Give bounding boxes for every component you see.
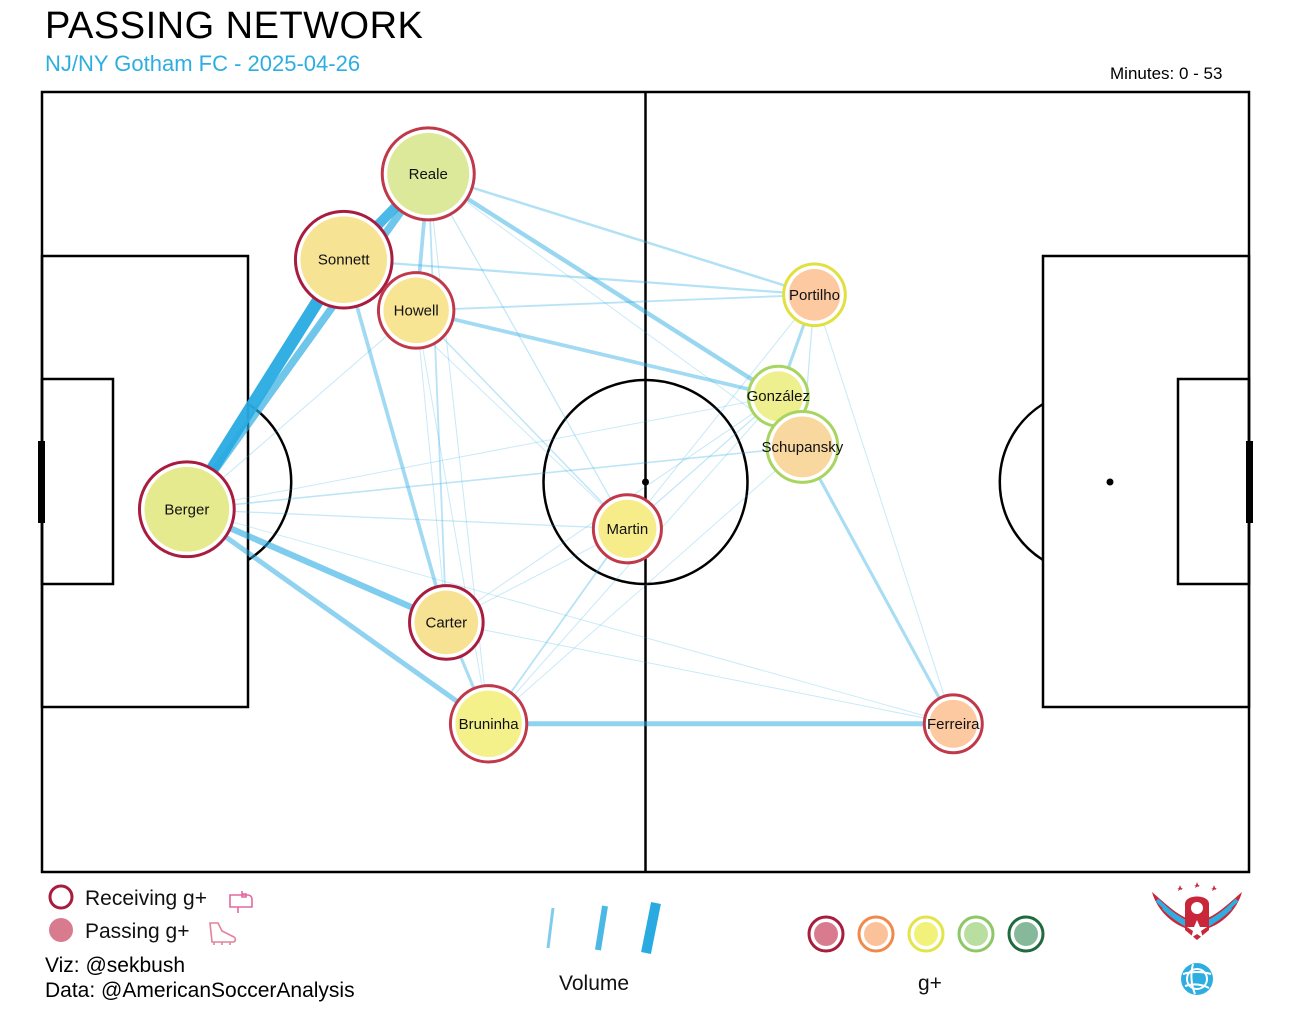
player-node: Berger [137, 460, 236, 559]
player-label: Howell [394, 302, 439, 319]
pass-edge [813, 294, 954, 725]
pass-edge [415, 293, 816, 312]
pitch-markings [40, 90, 1251, 874]
data-credit: Data: @AmericanSoccerAnalysis [45, 979, 355, 1002]
player-label: Martin [607, 521, 649, 538]
right-penalty-arc [998, 402, 1044, 562]
pass-edges [180, 168, 956, 727]
player-node: Portilho [782, 262, 847, 328]
player-node: Martin [591, 493, 663, 565]
player-fill [383, 277, 449, 344]
player-label: Berger [164, 501, 209, 518]
player-label: Sonnett [318, 252, 371, 269]
pass-edge [186, 395, 779, 510]
player-fill [598, 499, 657, 558]
pass-edge [414, 308, 781, 399]
player-fill [771, 416, 833, 478]
player-label: Portilho [789, 287, 840, 304]
match-subtitle: NJ/NY Gotham FC - 2025-04-26 [45, 51, 361, 76]
player-label: Carter [426, 614, 468, 631]
player-fill [414, 590, 479, 655]
player-node: Sonnett [293, 209, 394, 310]
center-spot [642, 478, 649, 486]
player-fill [300, 216, 388, 303]
player-node: Ferreira [922, 693, 984, 755]
player-label: Ferreira [927, 716, 980, 733]
pass-edge [488, 446, 803, 725]
pass-edge [186, 309, 417, 510]
player-fill [753, 371, 804, 422]
pass-edge [427, 173, 803, 448]
pass-edge [487, 527, 629, 725]
pass-edge [342, 258, 816, 296]
right-six-yard-box [1176, 377, 1251, 586]
player-fill [144, 466, 230, 552]
pass-edge [415, 309, 629, 530]
viz-credit: Viz: @sekbush [45, 954, 185, 977]
pass-edge [426, 171, 781, 399]
center-circle [542, 378, 749, 586]
left-goal [38, 441, 45, 523]
left-six-yard-box [40, 377, 115, 586]
player-nodes: RealeSonnettHowellBergerMartinCarterBrun… [137, 126, 984, 764]
player-label: Schupansky [762, 439, 844, 456]
right-penalty-box [1041, 254, 1251, 709]
player-fill [455, 690, 522, 757]
player-fill [387, 132, 470, 215]
right-goal [1246, 441, 1253, 523]
player-node: Reale [380, 126, 476, 222]
pass-edge [186, 508, 954, 725]
pass-edge [415, 309, 490, 725]
player-node: Schupansky [762, 409, 844, 484]
right-penalty-spot [1106, 478, 1114, 486]
pass-edge [186, 446, 804, 511]
pass-edge [626, 294, 815, 530]
page-title: PASSING NETWORK [45, 5, 424, 47]
pass-edge [800, 445, 955, 726]
player-fill [929, 699, 978, 748]
player-label: González [747, 388, 810, 405]
player-fill [788, 268, 841, 321]
pass-edge [427, 172, 448, 624]
pass-edge [445, 621, 954, 725]
pass-edge [426, 172, 816, 297]
minutes-range: Minutes: 0 - 53 [1110, 64, 1223, 83]
pass-edge [184, 506, 492, 727]
pass-edge [415, 309, 447, 623]
pass-edge [341, 257, 449, 625]
pass-edge [186, 508, 629, 530]
pass-edge [427, 173, 629, 530]
player-node: Howell [376, 271, 456, 350]
credits: Viz: @sekbush Data: @AmericanSoccerAnaly… [45, 953, 355, 1003]
player-label: Bruninha [459, 716, 520, 733]
player-node: Carter [408, 584, 485, 661]
player-node: Bruninha [448, 684, 529, 764]
pass-edge [183, 170, 432, 514]
player-label: Reale [409, 166, 448, 183]
